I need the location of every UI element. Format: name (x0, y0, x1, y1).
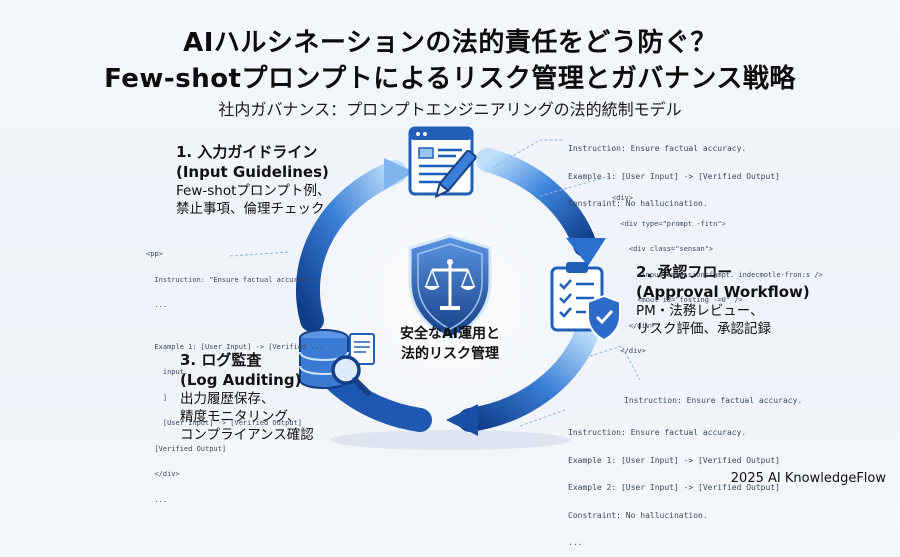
step-3-desc-2: 精度モニタリング、 (180, 409, 301, 425)
arc-left-top (296, 160, 407, 332)
code-line: ... (568, 226, 583, 236)
step-1-heading-ja: 1. 入力ガイドライン (176, 143, 318, 161)
main-title-line2: Few-shotプロンプトによるリスク管理とガバナンス戦略 (104, 64, 796, 94)
subtitle: 社内ガバナンス：プロンプトエンジニアリングの法的統制モデル (218, 100, 682, 119)
code-line: </div> (612, 347, 646, 355)
step-1-desc-2: 禁止事項、倫理チェック (176, 201, 325, 217)
center-caption-line1: 安全なAI運用と (399, 326, 501, 342)
database-magnifier-icon (299, 329, 375, 396)
step-3-heading-ja: 3. ログ監査 (180, 351, 262, 369)
code-line: Instruction: Ensure factual accuracy. (568, 428, 747, 437)
code-line: ... (146, 495, 168, 504)
step-2-desc-2: リスク評価、承認記録 (636, 321, 771, 337)
code-line: <div type="prompt -fitn"> (612, 219, 726, 228)
document-pencil-icon (408, 126, 477, 199)
arrowhead-bottom (446, 404, 478, 436)
arrowhead-top-left (384, 158, 414, 190)
clipboard-check-icon (550, 262, 621, 342)
code-line: Instruction: "Ensure factual accuracy." (146, 275, 319, 284)
code-line: input. (146, 368, 189, 376)
step-2-label: 2. 承認フロー (Approval Workflow) PM・法務レビュー、 … (636, 262, 810, 338)
step-2-heading-en: (Approval Workflow) (636, 283, 810, 301)
code-snippet-mid-right: <div> <div type="prompt -fitn"> <div cla… (612, 178, 823, 365)
center-caption-line2: 法的リスク管理 (401, 346, 499, 362)
code-line: <div> (612, 194, 634, 202)
step-3-desc-1: 出力履歴保存、 (180, 391, 275, 407)
code-line: Example 1: [User Input] -> [Verified ... (146, 342, 324, 351)
code-line: <input sumession=fhmpt. indecmotle-fron:… (612, 270, 823, 279)
code-line: ... (146, 301, 168, 309)
arc-right-bottom (458, 318, 600, 432)
code-line: <mout id="fosting -=0" /> (612, 296, 743, 304)
main-title-line1: AIハルシネーションの法的責任をどう防ぐ？ (183, 28, 717, 58)
arrowhead-top-right (566, 238, 606, 266)
code-line: Constraint: No hallucination. (568, 510, 708, 520)
connector-lines (229, 139, 641, 427)
code-line: <pp> (146, 250, 163, 258)
shield-scales-icon (408, 234, 492, 340)
code-snippet-bottom-right-single: Instruction: Ensure factual accuracy. (624, 378, 802, 415)
cycle-ring (296, 148, 606, 436)
code-line: Constraint: No hallucination. (568, 199, 708, 208)
step-3-label: 3. ログ監査 (Log Auditing) 出力履歴保存、 精度モニタリング、… (180, 350, 314, 444)
code-snippet-top-right: Instruction: Ensure factual accuracy. Ex… (568, 126, 780, 245)
code-line: [User Input] -> [Verified Output] (146, 419, 302, 427)
center-caption: 安全なAI運用と 法的リスク管理 (380, 324, 520, 364)
small-shield-check-icon (587, 294, 621, 342)
code-line: Example 1: [User Input] -> [Verified Out… (568, 455, 780, 465)
code-snippet-left: <pp> Instruction: "Ensure factual accura… (146, 234, 323, 513)
step-2-desc-1: PM・法務レビュー、 (636, 303, 764, 319)
step-1-label: 1. 入力ガイドライン (Input Guidelines) Few-shotプ… (176, 142, 330, 218)
code-line: ] (146, 393, 168, 402)
code-line: ... (568, 538, 583, 547)
step-2-heading-ja: 2. 承認フロー (636, 263, 733, 281)
step-1-heading-en: (Input Guidelines) (176, 163, 329, 181)
code-line: <div class="sensan"> (612, 245, 714, 253)
code-line: </div> (146, 470, 180, 478)
arc-top-right (476, 148, 597, 257)
code-line: Example 2: [User Input] -> [Verified Out… (568, 483, 780, 492)
footer-credit: 2025 AI KnowledgeFlow (730, 471, 886, 486)
step-1-desc-1: Few-shotプロンプト例、 (176, 183, 331, 199)
code-line: </div> (612, 321, 655, 330)
code-line: [Verified Output] (146, 444, 227, 453)
floor-shadow (330, 430, 570, 450)
step-3-desc-3: コンプライアンス確認 (180, 427, 314, 443)
code-line: Instruction: Ensure factual accuracy. (624, 396, 803, 405)
code-line: Instruction: Ensure factual accuracy. (568, 144, 747, 153)
governance-cycle-diagram (229, 126, 641, 450)
code-line: Example 1: [User Input] -> [Verified Out… (568, 171, 780, 181)
step-3-heading-en: (Log Auditing) (180, 371, 302, 389)
